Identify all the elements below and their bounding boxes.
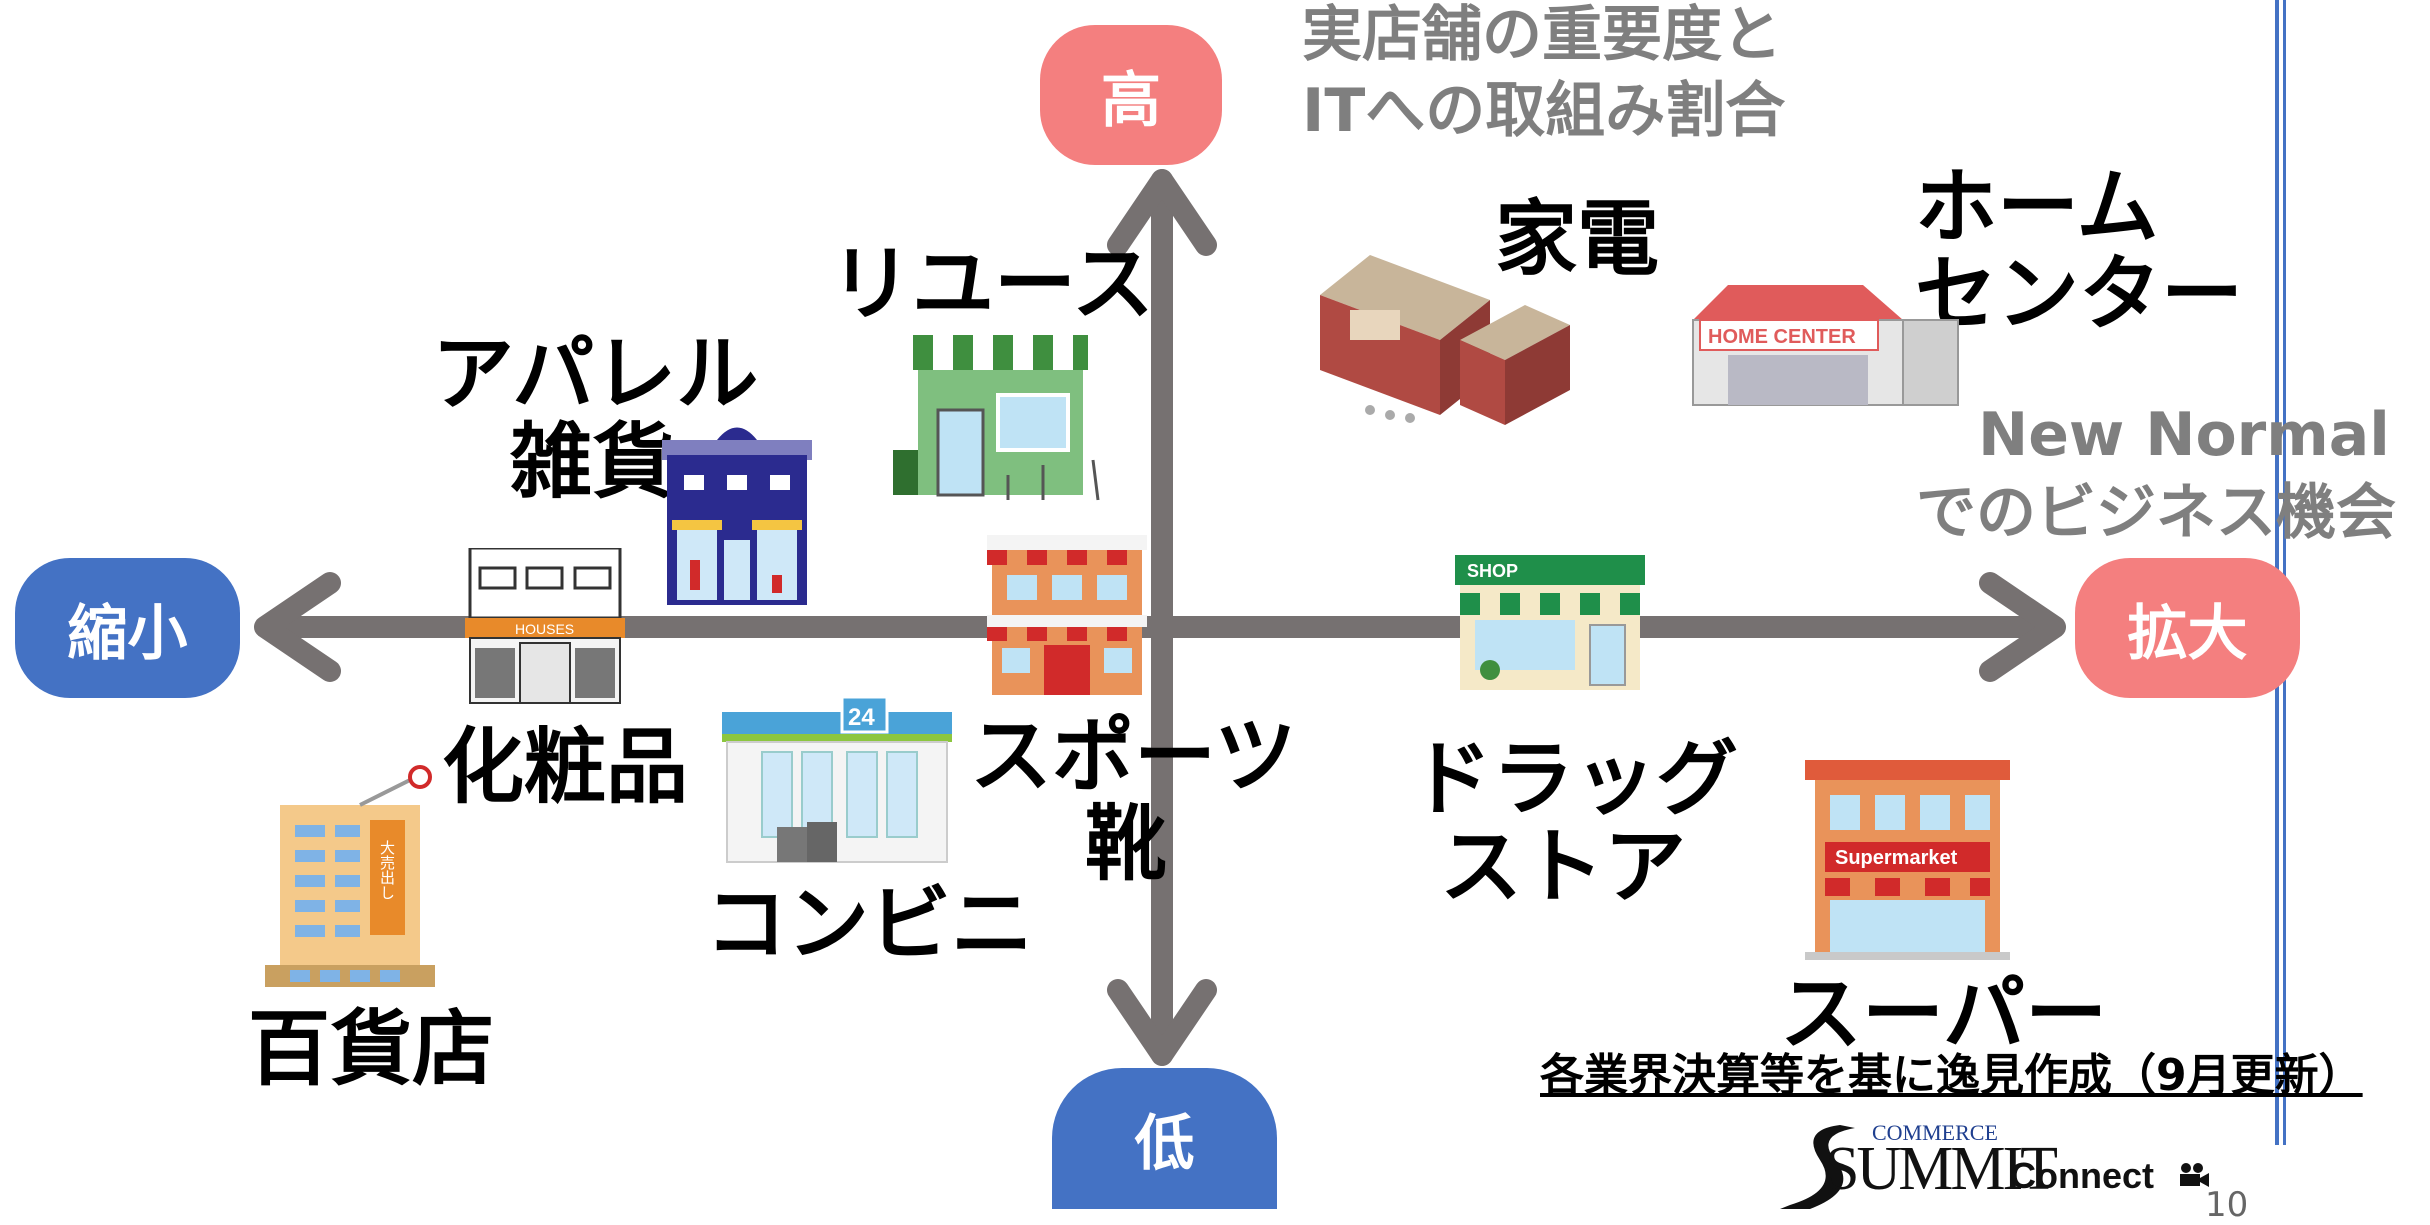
y-axis-arrow-down: [1107, 979, 1217, 1066]
axis-low-pill: 低: [1052, 1068, 1277, 1209]
label-reuse: リユース: [830, 237, 1154, 332]
axis-left-pill: 縮小: [15, 558, 240, 698]
sports-shop-icon: [987, 535, 1147, 695]
drugstore-icon: SHOP: [1455, 555, 1645, 690]
commerce-summit-logo: COMMERCE SUMMIT Connect: [1780, 1120, 2260, 1209]
right-rule-2: [2283, 0, 2286, 1145]
logo-top-text: COMMERCE: [1872, 1120, 1998, 1145]
sale-banner: 大売出し: [378, 840, 396, 900]
label-apparel-2: 雑貨: [510, 415, 675, 510]
supermarket-icon: Supermarket: [1805, 760, 2010, 960]
label-cosmetics: 化粧品: [442, 720, 689, 815]
label-sports-2: 靴: [1085, 797, 1168, 892]
convenience-store-icon: 24: [722, 697, 952, 863]
label-home-center-1: ホーム: [1915, 160, 2159, 255]
home-center-sign: HOME CENTER: [1708, 326, 1856, 348]
camera-icon: [2180, 1163, 2209, 1187]
label-sports-1: スポーツ: [970, 709, 1297, 804]
logo-swoosh-icon: [1780, 1125, 1855, 1209]
shop-sign: SHOP: [1467, 561, 1518, 581]
electronics-store-icon: [1320, 255, 1570, 425]
reuse-shop-icon: [893, 335, 1100, 501]
y-axis-description-1: 実店舗の重要度と: [1302, 0, 1782, 70]
label-home-center-2: センター: [1915, 247, 2244, 342]
label-department: 百貨店: [248, 1002, 495, 1097]
conv-24-badge: 24: [848, 704, 875, 731]
x-axis-arrow-left: [254, 572, 341, 682]
page-number: 10: [2205, 1185, 2249, 1225]
label-drugstore-1: ドラッグ: [1410, 732, 1739, 827]
label-convenience: コンビニ: [705, 877, 1034, 972]
label-drugstore-2: ストア: [1440, 820, 1687, 915]
x-axis-description-1: New Normal: [1978, 400, 2390, 470]
y-axis-description-2: ITへの取組み割合: [1302, 76, 1786, 146]
cosmetics-shop-icon: HOUSES: [465, 548, 625, 704]
label-apparel-1: アパレル: [432, 327, 759, 422]
axis-high-pill: 高: [1040, 25, 1222, 165]
axis-right-pill: 拡大: [2075, 558, 2300, 698]
label-kaden: 家電: [1495, 192, 1660, 287]
label-super: スーパー: [1780, 967, 2108, 1062]
x-axis-description-2: でのビジネス機会: [1916, 478, 2396, 548]
logo-main-text: SUMMIT: [1825, 1135, 2058, 1203]
logo-sub-text: Connect: [2010, 1155, 2154, 1196]
footnote: 各業界決算等を基に逸見作成（9月更新）: [1540, 1050, 2363, 1101]
apparel-shop-icon: [662, 427, 812, 605]
houses-sign: HOUSES: [515, 621, 574, 637]
y-axis-arrow-up: [1107, 169, 1217, 256]
x-axis-arrow-right: [1979, 572, 2066, 682]
department-store-icon: 大売出し: [265, 765, 435, 987]
supermarket-sign: Supermarket: [1835, 847, 1958, 869]
home-center-icon: HOME CENTER: [1692, 285, 1959, 406]
